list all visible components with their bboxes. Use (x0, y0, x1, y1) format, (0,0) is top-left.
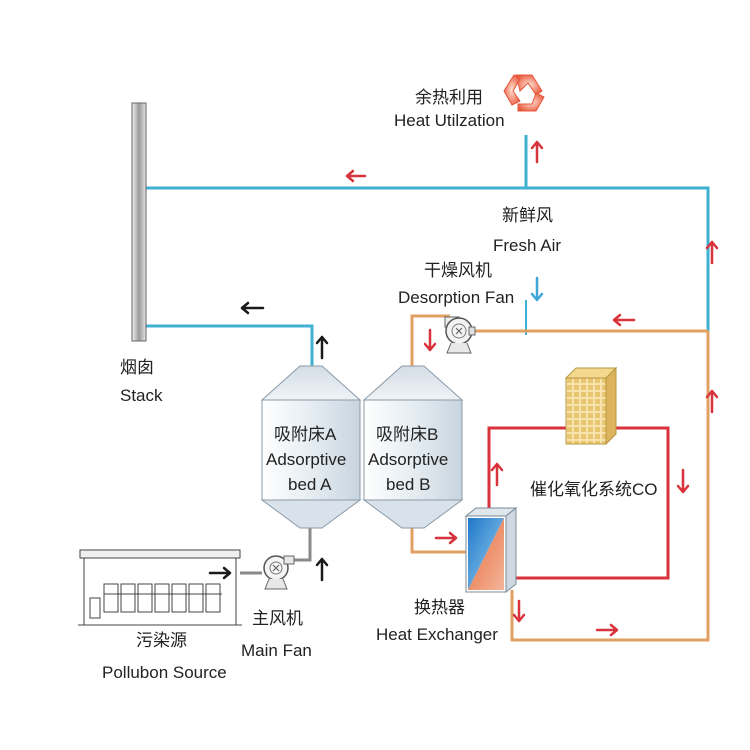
source-roof (79, 549, 241, 559)
pipe-bedB-to-hx (410, 525, 466, 554)
bed-b-label-en2: bed B (386, 475, 430, 494)
heat-exchanger-label-cn: 换热器 (414, 598, 465, 617)
pipe-mainfan-to-bedA (292, 527, 312, 562)
stack-label-cn: 烟囱 (120, 358, 154, 377)
stack (131, 102, 147, 342)
bed-b-top (362, 365, 464, 401)
arrow-left-top-line (345, 169, 367, 183)
bed-b-label-en1: Adsorptive (368, 450, 448, 469)
bed-a-label-en2: bed A (288, 475, 332, 494)
pipe-top-return (146, 186, 710, 331)
gray-pipes (240, 527, 312, 575)
hx-side (505, 506, 517, 594)
main-fan-label-en: Main Fan (241, 641, 312, 660)
desorption-fan-label-cn: 干燥风机 (424, 261, 492, 280)
arrow-up-right-riser-1 (705, 240, 719, 265)
arrow-right-to-hx (434, 531, 458, 545)
source-units (103, 583, 222, 613)
arrow-right-bottom (595, 623, 619, 637)
arrow-down-hx-right (512, 599, 526, 623)
stack-body (131, 102, 147, 342)
adsorptive-bed-b (362, 365, 464, 529)
main-fan-label-cn: 主风机 (252, 609, 303, 628)
arrow-up-mainfan (315, 557, 329, 582)
bed-a-top (260, 365, 362, 401)
catalyst-block-icon (564, 366, 618, 446)
arrow-left-orange-top (612, 313, 636, 327)
bed-a-bottom (260, 499, 362, 529)
hx-red (468, 518, 504, 590)
bed-a-label-en1: Adsorptive (266, 450, 346, 469)
bed-b-bottom (362, 499, 464, 529)
arrow-down-fresh-air (530, 276, 544, 302)
main-fan-icon (263, 555, 295, 590)
pollution-source-label-cn: 污染源 (136, 631, 187, 650)
bed-b-label-cn: 吸附床B (376, 425, 438, 444)
orange-pipes (410, 314, 710, 642)
arrow-up-bedA-outlet (315, 335, 329, 360)
arrow-right-source (208, 566, 232, 580)
desorption-fan-icon (444, 316, 476, 354)
adsorptive-bed-a (260, 365, 362, 529)
desorption-fan-label-en: Desorption Fan (398, 288, 514, 307)
pipe-co-loop (487, 426, 670, 580)
heat-util-label-en: Heat Utilzation (394, 111, 505, 130)
bed-a-body (261, 399, 361, 501)
arrow-up-co-left (490, 462, 504, 487)
arrow-down-desorption (423, 328, 437, 352)
fresh-air-label-cn: 新鲜风 (502, 206, 553, 225)
arrow-up-heat-util (530, 140, 544, 164)
pipe-bedA-to-stack (146, 324, 314, 366)
heat-exchanger-label-en: Heat Exchanger (376, 625, 498, 644)
arrow-down-co-right (676, 468, 690, 494)
pollution-source (78, 549, 242, 626)
flow-arrows (208, 140, 719, 637)
arrow-up-right-riser-2 (705, 389, 719, 414)
cyan-pipes (146, 135, 710, 366)
pipe-right-return (510, 331, 710, 642)
fresh-air-label-en: Fresh Air (493, 236, 561, 255)
recycle-icon (503, 74, 545, 112)
bed-a-label-cn: 吸附床A (274, 425, 337, 444)
bed-b-body (363, 399, 463, 501)
stack-label-en: Stack (120, 386, 163, 405)
co-system-label: 催化氧化系统CO (530, 480, 658, 499)
arrow-left-to-stack (240, 301, 265, 315)
red-pipes (487, 426, 670, 580)
heat-exchanger (464, 506, 518, 594)
heat-util-label-cn: 余热利用 (415, 88, 483, 107)
pollution-source-label-en: Pollubon Source (102, 663, 227, 682)
pipe-desorption-top (410, 314, 450, 367)
